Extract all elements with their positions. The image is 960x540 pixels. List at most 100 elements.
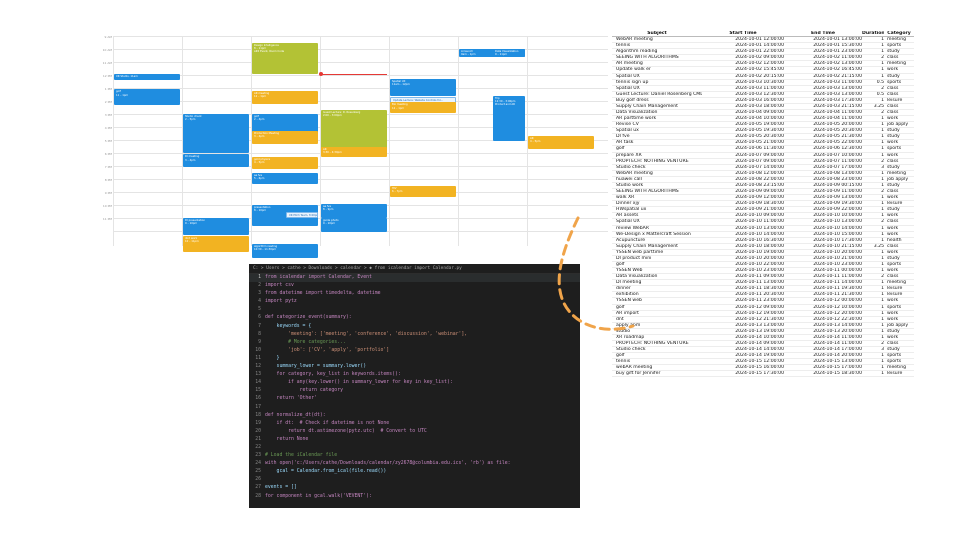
table-cell[interactable]: 2024-10-15 17:00:00 [813, 365, 862, 371]
table-cell[interactable]: Buy golf dress [616, 97, 649, 103]
table-cell[interactable]: 1 [881, 122, 884, 128]
table-cell[interactable]: 1 [881, 316, 884, 322]
table-cell[interactable]: Guest Lecture: Daniel Rosenberg CML [616, 91, 702, 97]
table-cell[interactable]: 2024-10-03 13:00:00 [813, 91, 862, 97]
table-cell[interactable]: 2024-10-01 13:00:00 [813, 37, 862, 43]
table-cell[interactable]: Spatial ux [616, 128, 639, 134]
table-cell[interactable]: 2024-10-14 19:00:00 [735, 353, 784, 359]
table-cell[interactable]: 2024-10-12 10:00:00 [813, 304, 862, 310]
table-cell[interactable]: class [887, 85, 899, 91]
table-cell[interactable]: 2024-10-11 09:00:00 [735, 274, 784, 280]
table-cell[interactable]: 2024-10-12 19:00:00 [735, 310, 784, 316]
table-cell[interactable]: 2024-10-02 16:45:00 [813, 67, 862, 73]
table-cell[interactable]: 2024-10-09 00:15:00 [813, 182, 862, 188]
table-cell[interactable]: 2024-10-13 14:00:00 [813, 322, 862, 328]
table-cell[interactable]: 2024-10-11 11:00:00 [813, 274, 862, 280]
table-cell[interactable]: 1 [881, 182, 884, 188]
table-cell[interactable]: 2024-10-08 13:00:00 [813, 170, 862, 176]
table-cell[interactable]: sports [887, 146, 902, 152]
table-cell[interactable]: work [887, 334, 899, 340]
code-line[interactable]: 9 # More categories... [249, 339, 580, 347]
table-cell[interactable]: 1 [881, 170, 884, 176]
table-cell[interactable]: 2024-10-13 13:00:00 [735, 322, 784, 328]
table-cell[interactable]: webAR meeting [616, 365, 653, 371]
table-cell[interactable]: sports [887, 79, 902, 85]
table-cell[interactable]: work [887, 225, 899, 231]
table-cell[interactable]: 1 [881, 207, 884, 213]
table-cell[interactable]: class [887, 189, 899, 195]
table-cell[interactable]: 2024-10-10 14:00:00 [813, 225, 862, 231]
table-cell[interactable]: 2024-10-08 22:00:00 [735, 176, 784, 182]
table-cell[interactable]: 2024-10-14 11:00:00 [813, 334, 862, 340]
table-cell[interactable]: 2024-10-08 12:00:00 [735, 170, 784, 176]
table-cell[interactable]: DI meeting [616, 280, 642, 286]
table-cell[interactable]: 3.25 [873, 103, 884, 109]
table-cell[interactable]: Acupuncture [616, 237, 646, 243]
table-cell[interactable]: 2024-10-04 09:00:00 [735, 110, 784, 116]
code-line[interactable]: 23# Load the iCalendar file [249, 452, 580, 460]
table-cell[interactable]: class [887, 55, 899, 61]
table-cell[interactable]: SEEING WITH ALGORITHMS [616, 189, 679, 195]
table-cell[interactable]: 2024-10-14 20:00:00 [813, 353, 862, 359]
table-cell[interactable]: review WebAR [616, 225, 650, 231]
table-cell[interactable]: AR meeting [616, 61, 643, 67]
table-cell[interactable]: 2024-10-11 19:30:00 [813, 286, 862, 292]
table-cell[interactable]: 1 [881, 97, 884, 103]
table-cell[interactable]: 2024-10-11 20:30:00 [735, 292, 784, 298]
table-cell[interactable]: 2024-10-01 23:00:00 [813, 49, 862, 55]
table-cell[interactable]: 2024-10-10 13:00:00 [813, 219, 862, 225]
table-cell[interactable]: 2024-10-05 20:30:00 [813, 128, 862, 134]
table-cell[interactable]: Data Visualization [616, 274, 658, 280]
table-cell[interactable]: health [887, 237, 902, 243]
table-cell[interactable]: 1 [881, 304, 884, 310]
table-cell[interactable]: 2024-10-15 17:30:00 [735, 371, 784, 377]
table-cell[interactable]: sports [887, 353, 902, 359]
table-cell[interactable]: We-Design x Mattercraft Session [616, 231, 691, 237]
table-cell[interactable]: 1 [881, 268, 884, 274]
column-header[interactable]: Duration [862, 31, 884, 36]
table-cell[interactable]: study [887, 49, 900, 55]
table-cell[interactable]: 1 [881, 255, 884, 261]
code-line[interactable]: 15 return category [249, 387, 580, 395]
table-cell[interactable]: 2024-10-01 15:30:00 [813, 43, 862, 49]
table-cell[interactable]: 2024-10-09 13:00:00 [813, 195, 862, 201]
table-cell[interactable]: meeting [887, 170, 907, 176]
table-cell[interactable]: study [887, 164, 900, 170]
table-cell[interactable]: golf [616, 261, 625, 267]
table-cell[interactable]: tennis [616, 43, 631, 49]
table-cell[interactable]: 2024-10-10 09:00:00 [735, 213, 784, 219]
table-cell[interactable]: 2024-10-10 10:00:00 [813, 213, 862, 219]
table-cell[interactable]: 2024-10-09 11:00:00 [813, 189, 862, 195]
column-header[interactable]: Start Time [729, 31, 757, 36]
table-cell[interactable]: leisure [887, 292, 903, 298]
table-cell[interactable]: 2024-10-08 23:15:00 [735, 182, 784, 188]
table-cell[interactable]: 2 [881, 189, 884, 195]
table-cell[interactable]: sports [887, 43, 902, 49]
table-cell[interactable]: 2024-10-10 19:00:00 [735, 249, 784, 255]
table-cell[interactable]: study [887, 134, 900, 140]
table-cell[interactable]: 1 [881, 176, 884, 182]
table-cell[interactable]: 1 [881, 61, 884, 67]
table-cell[interactable]: 2 [881, 55, 884, 61]
table-cell[interactable]: study [887, 207, 900, 213]
table-cell[interactable]: 1 [881, 231, 884, 237]
code-line[interactable]: 10 'job': ['CV', 'apply', 'portfolio'] [249, 347, 580, 355]
table-cell[interactable]: 1 [881, 43, 884, 49]
table-cell[interactable]: 1 [881, 365, 884, 371]
